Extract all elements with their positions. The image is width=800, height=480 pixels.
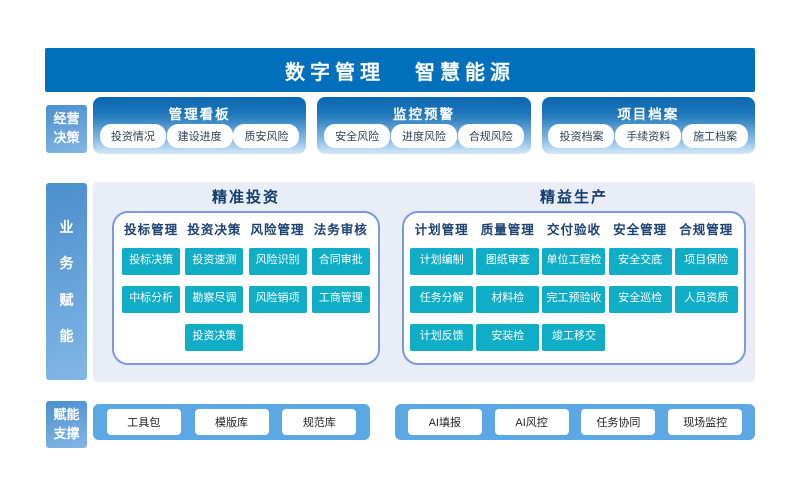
section-management-dashboard: 管理看板 投资情况 建设进度 质安风险 [93,97,307,154]
page-title-left: 数字管理 [285,61,385,84]
panel-body: 投标管理 投标决策 中标分析 投资决策 投资速测 勘察尽调 投资决策 风险管理 … [112,211,380,365]
section-title: 项目档案 [617,107,680,122]
column-header: 安全管理 [613,223,668,237]
btn-task-collaboration[interactable]: 任务协同 [581,409,656,435]
column-header: 计划管理 [414,223,469,237]
pill-procedure-material[interactable]: 手续资料 [615,123,682,148]
btn-template-library[interactable]: 模版库 [194,409,269,435]
btn-investment-quick-test[interactable]: 投资速测 [185,247,244,275]
pill-construction-progress[interactable]: 建设进度 [166,123,233,148]
btn-risk-identify[interactable]: 风险识别 [248,247,307,275]
btn-completion-handover[interactable]: 竣工移交 [542,323,606,351]
pill-row: 投资情况 建设进度 质安风险 [93,121,306,154]
side-label-support-text: 赋能支撑 [53,406,80,441]
btn-bid-decision[interactable]: 投标决策 [122,247,181,275]
pill-investment-status[interactable]: 投资情况 [99,123,166,148]
btn-task-breakdown[interactable]: 任务分解 [410,285,474,313]
column-header: 法务审核 [313,223,368,237]
pill-investment-archive[interactable]: 投资档案 [548,123,615,148]
column-header: 质量管理 [480,223,535,237]
btn-plan-compilation[interactable]: 计划编制 [410,247,474,275]
side-label-decision-text: 经营决策 [53,111,80,145]
column-bid-management: 投标管理 投标决策 中标分析 [122,218,181,358]
panel-precise-investment: 精准投资 投标管理 投标决策 中标分析 投资决策 投资速测 勘察尽调 投资决策 … [112,187,380,365]
column-header: 风险管理 [250,223,305,237]
section-monitor-warning: 监控预警 安全风险 进度风险 合规风险 [317,97,531,154]
btn-drawing-review[interactable]: 图纸审查 [476,247,540,275]
pill-quality-safety-risk[interactable]: 质安风险 [233,123,300,148]
column-risk-management: 风险管理 风险识别 风险销项 [248,218,307,358]
business-container: 精准投资 投标管理 投标决策 中标分析 投资决策 投资速测 勘察尽调 投资决策 … [93,182,755,382]
side-label-decision: 经营决策 [46,105,87,153]
btn-project-insurance[interactable]: 项目保险 [674,247,738,275]
column-safety-management: 安全管理 安全交底 安全巡检 [608,218,672,358]
column-compliance-management: 合规管理 项目保险 人员资质 [674,218,738,358]
btn-safety-patrol[interactable]: 安全巡检 [608,285,672,313]
pill-row: 安全风险 进度风险 合规风险 [317,121,530,154]
support-group-ai: AI填报 AI风控 任务协同 现场监控 [395,404,755,440]
btn-contract-approval[interactable]: 合同审批 [311,247,370,275]
pill-compliance-risk[interactable]: 合规风险 [457,123,524,148]
btn-business-registration[interactable]: 工商管理 [311,285,370,313]
btn-material-inspection[interactable]: 材料检 [476,285,540,313]
side-label-business: 业务赋能 [46,183,87,380]
section-project-archive: 项目档案 投资档案 手续资料 施工档案 [541,97,755,154]
column-delivery-acceptance: 交付验收 单位工程检 完工预验收 竣工移交 [542,218,606,358]
page-title-banner: 数字管理 智慧能源 [45,48,755,92]
btn-ai-risk-control[interactable]: AI风控 [494,409,569,435]
btn-completion-pre-acceptance[interactable]: 完工预验收 [542,285,606,313]
btn-investment-decision[interactable]: 投资决策 [185,323,244,351]
column-plan-management: 计划管理 计划编制 任务分解 计划反馈 [410,218,474,358]
section-title: 监控预警 [392,107,455,122]
btn-plan-feedback[interactable]: 计划反馈 [410,323,474,351]
column-header: 投标管理 [124,223,179,237]
side-label-business-text: 业务赋能 [59,218,74,344]
btn-unit-project-inspection[interactable]: 单位工程检 [542,247,606,275]
panel-title-lean-production: 精益生产 [539,189,608,206]
btn-installation-inspection[interactable]: 安装检 [476,323,540,351]
decision-sections: 管理看板 投资情况 建设进度 质安风险 监控预警 安全风险 进度风险 合规风险 … [93,97,755,154]
column-header: 交付验收 [546,223,601,237]
column-header: 投资决策 [187,223,242,237]
pill-row: 投资档案 手续资料 施工档案 [542,121,755,154]
pill-construction-archive[interactable]: 施工档案 [682,123,749,148]
panel-lean-production: 精益生产 计划管理 计划编制 任务分解 计划反馈 质量管理 图纸审查 材料检 安… [402,187,746,365]
btn-bid-win-analysis[interactable]: 中标分析 [122,285,181,313]
column-legal-review: 法务审核 合同审批 工商管理 [311,218,370,358]
pill-schedule-risk[interactable]: 进度风险 [390,123,457,148]
column-investment-decision: 投资决策 投资速测 勘察尽调 投资决策 [185,218,244,358]
support-group-tools: 工具包 模版库 规范库 [93,404,370,440]
panel-body: 计划管理 计划编制 任务分解 计划反馈 质量管理 图纸审查 材料检 安装检 交付… [402,211,746,365]
column-quality-management: 质量管理 图纸审查 材料检 安装检 [476,218,540,358]
btn-toolkit[interactable]: 工具包 [106,409,181,435]
btn-survey-due-diligence[interactable]: 勘察尽调 [185,285,244,313]
page-title-right: 智慧能源 [415,61,515,84]
panel-title-precise-investment: 精准投资 [211,189,280,206]
section-title: 管理看板 [168,107,231,122]
btn-risk-closeout[interactable]: 风险销项 [248,285,307,313]
btn-ai-filling[interactable]: AI填报 [407,409,482,435]
pill-safety-risk[interactable]: 安全风险 [324,123,391,148]
column-header: 合规管理 [679,223,734,237]
btn-safety-briefing[interactable]: 安全交底 [608,247,672,275]
btn-site-monitoring[interactable]: 现场监控 [668,409,743,435]
btn-standard-library[interactable]: 规范库 [282,409,357,435]
side-label-support: 赋能支撑 [46,401,87,448]
btn-personnel-qualification[interactable]: 人员资质 [674,285,738,313]
